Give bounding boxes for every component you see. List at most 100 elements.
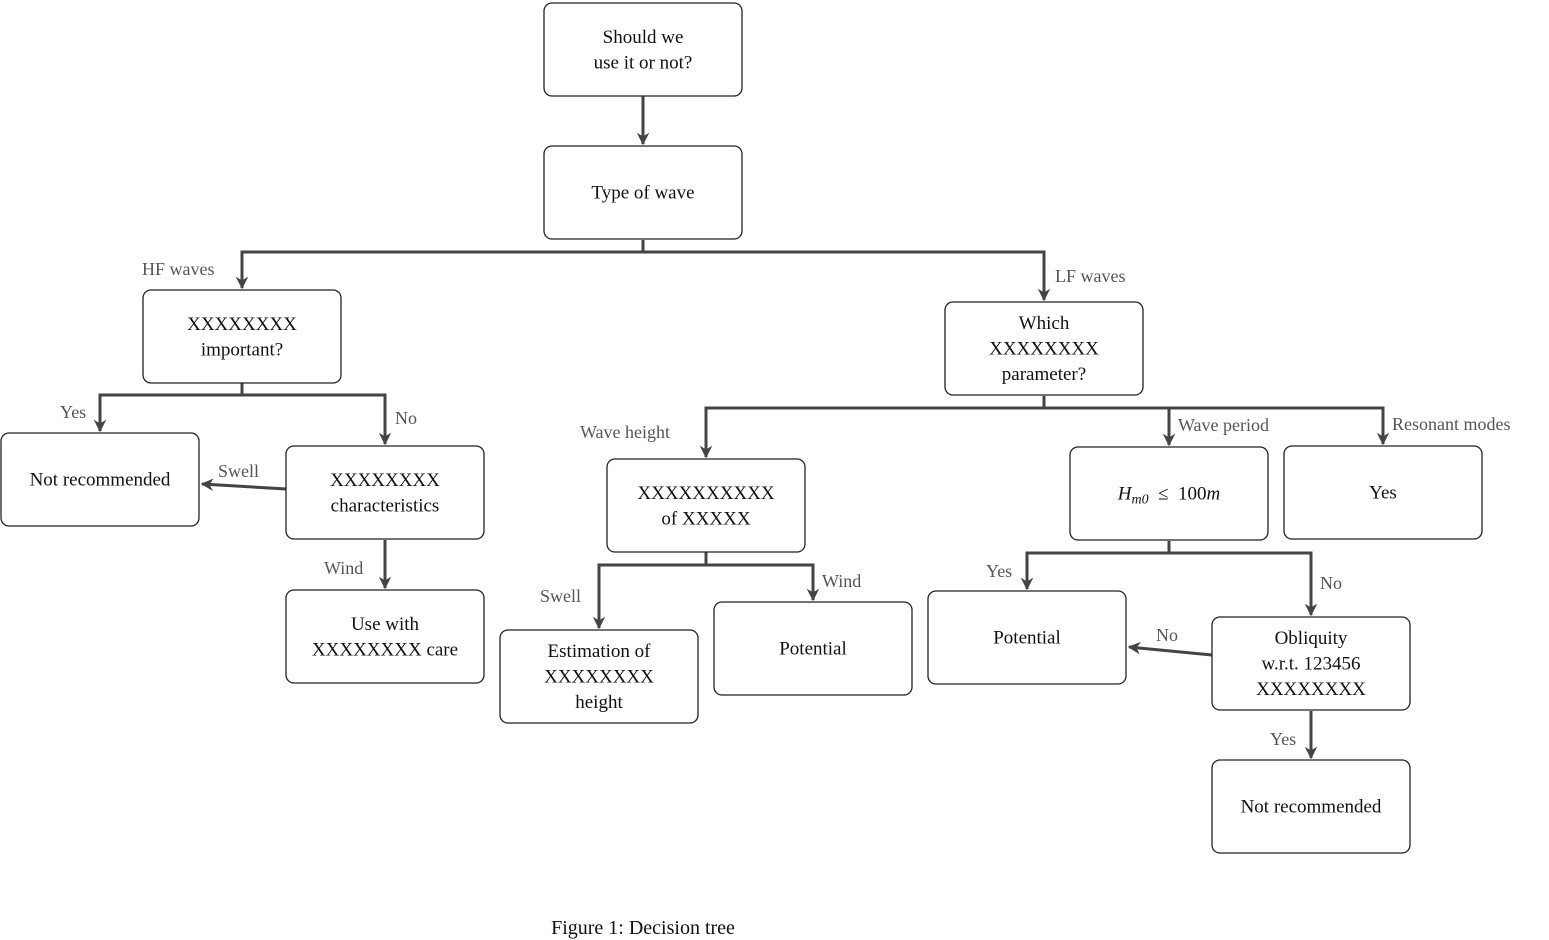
edge-hm0-to-obliq: No (1169, 551, 1342, 617)
edge-label: No (1156, 625, 1178, 645)
node-root: Should we use it or not? (543, 2, 743, 97)
node-box (1211, 616, 1411, 711)
node-text-line: XXXXXXXX (544, 667, 654, 688)
node-text-line: Type of wave (591, 183, 694, 204)
arrow-e5 (242, 393, 392, 446)
edge-ofx-to-estim: Swell (540, 552, 708, 630)
math-segment: H (1117, 484, 1133, 505)
node-text-line: Potential (993, 628, 1061, 649)
edge-obliq-to-notrec2: Yes (1270, 711, 1318, 760)
node-text-line: Potential (779, 639, 847, 660)
node-text-line: Not recommended (1241, 797, 1382, 818)
node-text-line: Yes (1369, 483, 1397, 504)
node-text-line: XXXXXXXX care (312, 639, 458, 660)
node-text-line: of XXXXX (661, 508, 750, 529)
node-hm0: Hm0 ≤ 100m (1069, 446, 1269, 541)
node-notrec1: Not recommended (0, 432, 200, 527)
edge-label: HF waves (142, 259, 215, 279)
edge-label: Yes (1270, 729, 1296, 749)
arrow-e9 (1044, 406, 1176, 447)
edge-label: No (1320, 573, 1342, 593)
edge-label: No (395, 408, 417, 428)
edge-type-to-hf: HF waves (142, 240, 645, 290)
arrow-e6 (200, 478, 287, 491)
arrow-e4 (93, 383, 244, 433)
edge-type-to-lf: LF waves (643, 250, 1126, 302)
math-segment: m (1207, 484, 1221, 505)
arrow-e12 (706, 563, 820, 602)
edge-label: Yes (986, 561, 1012, 581)
node-box (1069, 446, 1269, 541)
node-math-text: Hm0 ≤ 100m (1117, 484, 1221, 508)
node-text-line: characteristics (331, 495, 440, 516)
node-box (285, 589, 485, 684)
arrow-e3 (643, 250, 1051, 302)
edge-ofx-to-pot1: Wind (706, 563, 861, 602)
node-box (0, 432, 200, 527)
arrow-e11 (592, 552, 708, 630)
node-text-line: w.r.t. 123456 (1261, 654, 1360, 675)
node-text-line: Use with (351, 614, 420, 635)
edge-label: Wind (324, 558, 363, 578)
edge-lf-to-hm0: Wave period (1044, 406, 1269, 447)
edge-hm0-to-pot2: Yes (986, 541, 1171, 591)
node-box (543, 145, 743, 240)
node-text-line: parameter? (1002, 364, 1086, 385)
node-text-line: XXXXXXXX (1256, 679, 1366, 700)
node-text-line: XXXXXXXXXX (637, 483, 774, 504)
edge-lf-to-yes: Resonant modes (1169, 406, 1511, 446)
arrow-e10 (1169, 406, 1390, 446)
edge-label: Resonant modes (1392, 414, 1511, 434)
node-charac: XXXXXXXX characteristics (285, 445, 485, 540)
node-text-line: Should we (603, 27, 684, 48)
node-type: Type of wave (543, 145, 743, 240)
node-box (543, 2, 743, 97)
arrow-e2 (235, 240, 645, 290)
edge-lf-to-ofx: Wave height (580, 396, 1046, 459)
node-notrec2: Not recommended (1211, 759, 1411, 854)
node-box (1283, 445, 1483, 540)
figure-caption: Figure 1: Decision tree (551, 917, 735, 939)
node-text-line: XXXXXXXX (989, 339, 1099, 360)
node-box (499, 629, 699, 724)
node-text-line: height (575, 692, 623, 713)
math-segment: ≤ 100 (1149, 484, 1207, 505)
edge-label: Wave period (1178, 415, 1269, 435)
node-box (606, 458, 806, 553)
node-text-line: important? (201, 339, 283, 360)
node-box (285, 445, 485, 540)
arrow-e14 (1169, 551, 1318, 617)
node-pot1: Potential (713, 601, 913, 696)
node-pot2: Potential (927, 590, 1127, 685)
node-hf: XXXXXXXX important? (142, 289, 342, 384)
edge-label: Wind (822, 571, 861, 591)
node-text-line: XXXXXXXX (187, 314, 297, 335)
node-text-line: Not recommended (30, 470, 171, 491)
edge-obliq-to-pot2: No (1127, 625, 1213, 657)
node-text-line: use it or not? (594, 52, 693, 73)
edge-label: Yes (60, 402, 86, 422)
edge-charac-to-usecare: Wind (324, 540, 392, 590)
node-box (927, 590, 1127, 685)
arrow-e15 (1127, 641, 1213, 657)
node-box (1211, 759, 1411, 854)
node-text-line: XXXXXXXX (330, 470, 440, 491)
node-text-line: Estimation of (548, 641, 652, 662)
node-box (713, 601, 913, 696)
edge-label: Wave height (580, 422, 670, 442)
edge-hf-to-notrec1: Yes (60, 383, 244, 433)
arrow-e8 (699, 396, 1046, 459)
edge-label: LF waves (1055, 266, 1126, 286)
node-ofx: XXXXXXXXXX of XXXXX (606, 458, 806, 553)
node-text-line: Which (1019, 313, 1070, 334)
math-segment: m0 (1131, 493, 1148, 508)
node-text-line: Obliquity (1275, 628, 1348, 649)
node-estim: Estimation of XXXXXXXX height (499, 629, 699, 724)
edge-hf-to-charac: No (242, 393, 417, 446)
edge-label: Swell (218, 461, 259, 481)
node-yes: Yes (1283, 445, 1483, 540)
edge-label: Swell (540, 586, 581, 606)
